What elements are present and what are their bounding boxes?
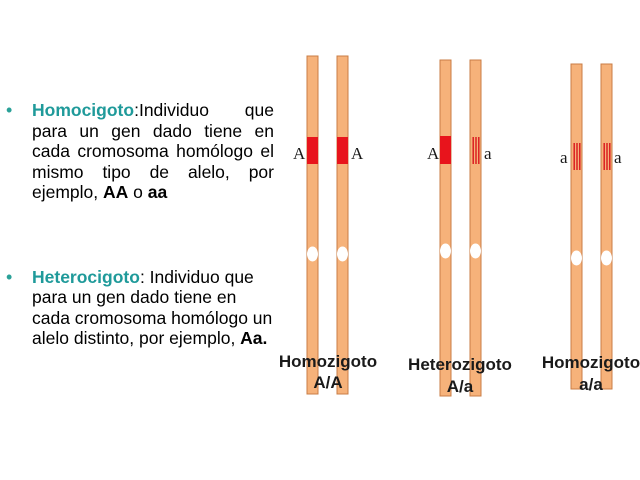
definition-homocigoto: • Homocigoto:Individuo que para un gen d… xyxy=(6,100,274,203)
chromosome xyxy=(439,59,452,397)
genotype-title: Homozigoto xyxy=(279,352,377,371)
allele-label: A xyxy=(293,144,306,163)
allele-label: A xyxy=(427,144,440,163)
group-heterozygous: A a Heterozigoto A/a xyxy=(408,59,512,397)
term-separator: : xyxy=(134,100,139,120)
genotype-title: Homozigoto xyxy=(542,353,640,372)
chromosome xyxy=(469,59,482,397)
chromosome xyxy=(306,55,319,395)
definition-heterocigoto: • Heterocigoto: Individuo que para un ge… xyxy=(6,267,274,349)
genotype-title: Heterozigoto xyxy=(408,355,512,374)
bullet-icon: • xyxy=(6,100,13,120)
centromere xyxy=(307,246,318,262)
definition-text: Individuo que para un gen dado tiene en … xyxy=(32,100,274,202)
chromosome xyxy=(600,63,613,390)
chromosome xyxy=(336,55,349,395)
allele-band-recessive xyxy=(472,137,480,164)
term-separator: : xyxy=(139,266,145,287)
centromere xyxy=(601,250,612,266)
genotype-label: a/a xyxy=(579,375,603,394)
allele-band-recessive xyxy=(603,143,611,170)
centromere xyxy=(440,243,451,259)
definitions-list: • Homocigoto:Individuo que para un gen d… xyxy=(6,100,274,349)
centromere xyxy=(337,246,348,262)
allele-band-dominant xyxy=(440,136,451,164)
term-heterocigoto: Heterocigoto xyxy=(32,266,140,287)
chromosome xyxy=(570,63,583,390)
example-aa-lower: aa xyxy=(147,182,168,202)
centromere xyxy=(470,243,481,259)
genotype-label: A/A xyxy=(313,373,342,392)
allele-band-dominant xyxy=(307,137,318,164)
example-aa-upper: AA xyxy=(103,182,129,202)
allele-label: a xyxy=(614,148,622,167)
group-homozygous-recessive: a a Homozigoto a/a xyxy=(542,63,640,394)
example-connector: o xyxy=(128,182,148,202)
example-aa-mixed: Aa. xyxy=(240,328,268,348)
bullet-icon: • xyxy=(6,266,13,287)
allele-band-dominant xyxy=(337,137,348,164)
centromere xyxy=(571,250,582,266)
definition-text: Individuo que para un gen dado tiene en … xyxy=(32,266,273,349)
allele-label: A xyxy=(351,144,364,163)
genotype-label: A/a xyxy=(447,377,474,396)
allele-label: a xyxy=(484,144,492,163)
term-homocigoto: Homocigoto xyxy=(32,100,135,120)
allele-label: a xyxy=(560,148,568,167)
allele-band-recessive xyxy=(573,143,581,170)
group-homozygous-dominant: A A Homozigoto A/A xyxy=(279,55,377,395)
